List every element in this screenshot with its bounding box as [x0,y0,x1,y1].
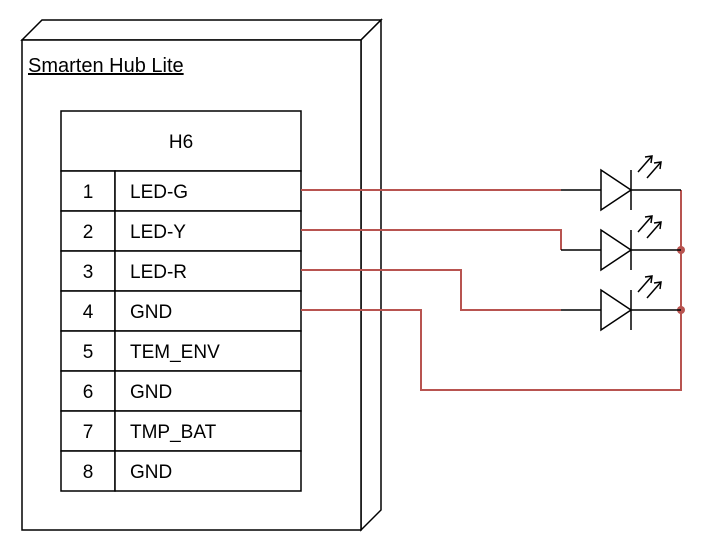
pin-signal: TEM_ENV [130,342,220,363]
led-light-arrowhead [653,221,662,230]
pin-signal-cell [114,450,302,492]
pin-signal-cell [114,370,302,412]
wire-led-r [301,269,561,311]
pin-row: 5 TEM_ENV [60,330,302,372]
pin-number-cell [60,450,116,492]
pin-signal: LED-Y [130,222,186,243]
pin-number-cell [60,170,116,212]
led-light-arrowhead [653,281,662,290]
pin-signal: TMP_BAT [130,422,217,443]
led-light-arrowhead [644,275,653,284]
led-triangle [600,168,633,212]
led-light-arrow [637,215,653,233]
led-icon [561,155,681,212]
pin-row: 7 TMP_BAT [60,410,302,452]
pin-row: 3 LED-R [60,250,302,292]
device-title: Smarten Hub Lite [28,55,184,77]
wire-gnd [301,190,682,391]
pin-number: 1 [83,182,94,203]
led-icon [561,275,681,332]
pin-row: 6 GND [60,370,302,412]
device-box-side [360,18,382,532]
pin-signal: GND [130,302,172,323]
pin-signal: GND [130,382,172,403]
pin-signal: GND [130,462,172,483]
pin-number: 6 [83,382,94,403]
pin-number: 5 [83,342,94,363]
led-triangle [600,228,633,272]
connector-name: H6 [169,132,193,153]
wires [301,189,682,391]
pin-number-cell [60,330,116,372]
connector-header [60,110,302,172]
wire-led-y [301,229,562,250]
led-light-arrow [646,221,662,239]
device-box-top [20,19,383,41]
pin-number-cell [60,210,116,252]
led-light-arrow [646,161,662,179]
pin-signal-cell [114,210,302,252]
led-light-arrowhead [653,161,662,170]
pin-signal-cell [114,410,302,452]
pin-signal: LED-R [130,262,187,283]
pin-row: 4 GND [60,290,302,332]
pin-number: 4 [83,302,94,323]
led-group [561,155,681,332]
led-light-arrow [637,275,653,293]
pin-number: 3 [83,262,94,283]
pin-number: 8 [83,462,94,483]
pin-row: 8 GND [60,450,302,492]
pin-signal-cell [114,330,302,372]
pin-row: 1 LED-G [60,170,302,212]
pin-number: 2 [83,222,94,243]
pin-signal: LED-G [130,182,188,203]
pin-row: 2 LED-Y [60,210,302,252]
led-triangle [600,288,633,332]
led-light-arrow [646,281,662,299]
led-icon [561,215,681,272]
pin-number: 7 [83,422,94,443]
led-light-arrow [637,155,653,173]
led-light-arrowhead [644,155,653,164]
pin-signal-cell [114,170,302,212]
led-light-arrowhead [644,215,653,224]
